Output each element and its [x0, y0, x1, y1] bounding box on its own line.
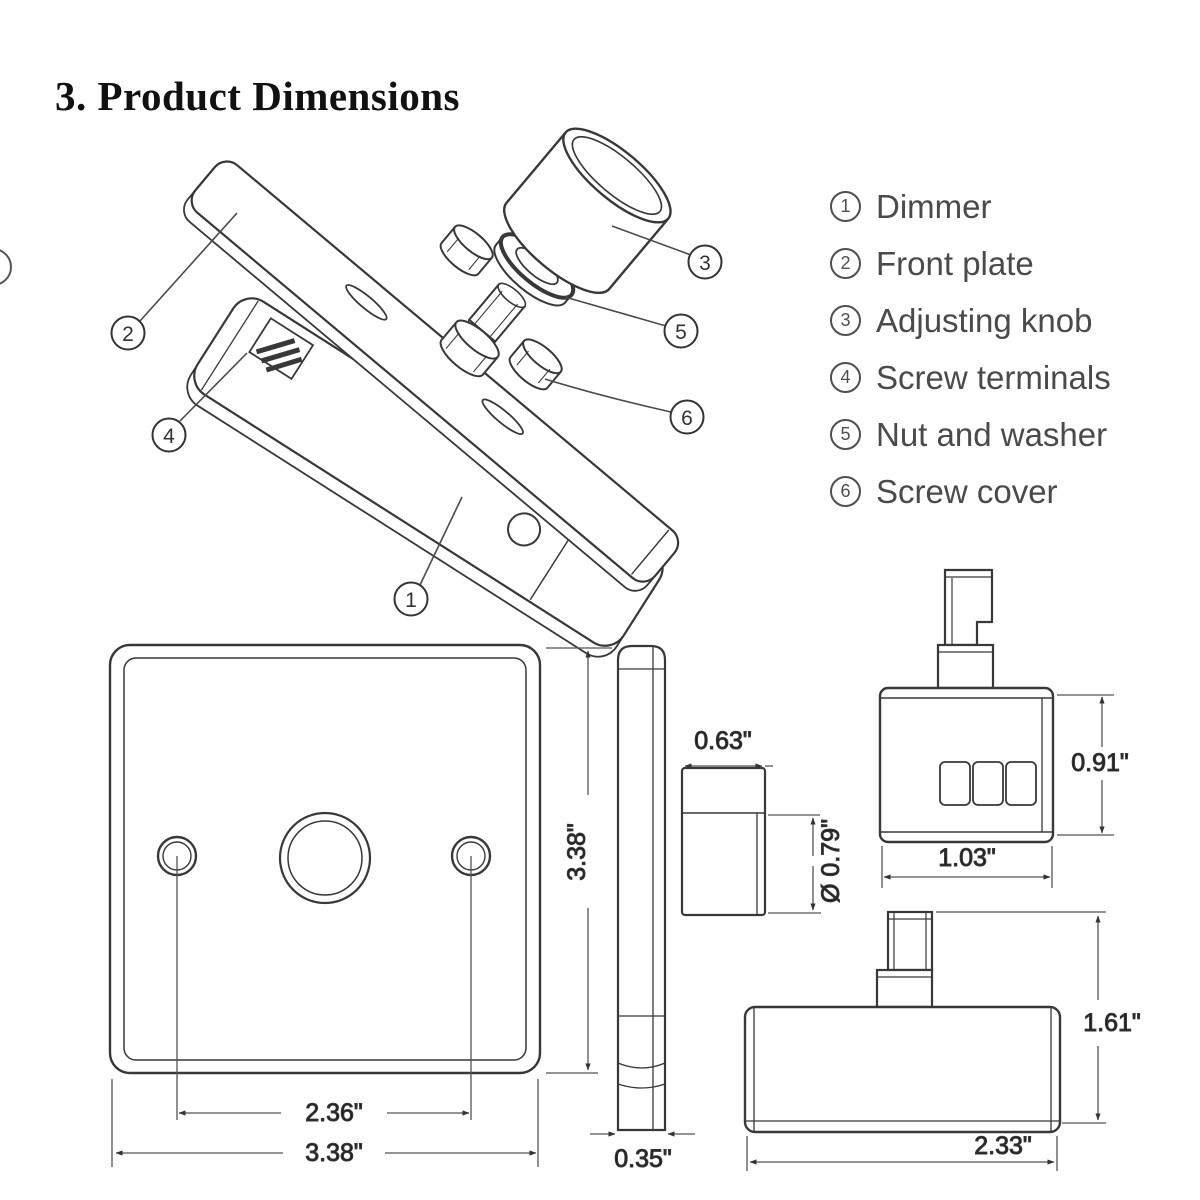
callout-5: 5	[663, 313, 699, 349]
legend-label: Front plate	[876, 244, 1034, 282]
dim-back-width: 1.03"	[938, 844, 996, 872]
circled-number-1-icon: 1	[830, 191, 861, 222]
callout-1-number: 1	[405, 589, 417, 612]
dim-hole-spacing: 2.36"	[305, 1099, 363, 1127]
front-plate	[183, 160, 680, 592]
dim-knob-diameter: Ø 0.79"	[817, 819, 845, 903]
callout-6: 6	[669, 399, 705, 435]
mounting-hole	[507, 512, 542, 547]
legend-item-screw-cover: 6 Screw cover	[830, 471, 1111, 512]
circled-number-4-icon: 4	[830, 362, 861, 393]
callout-balloons: 1 2 3 4 5	[110, 244, 723, 617]
back-view: 0.91" 1.03"	[878, 568, 1129, 888]
dim-side-depth: 0.35"	[614, 1145, 672, 1173]
dimmer-body	[186, 297, 664, 658]
legend-label: Nut and washer	[876, 415, 1108, 453]
dim-front-width: 3.38"	[305, 1139, 363, 1167]
dim-front-height: 3.38"	[563, 823, 591, 881]
side-view: 0.35"	[590, 644, 695, 1174]
adjusting-knob	[503, 127, 672, 295]
callout-4-number: 4	[163, 425, 175, 448]
partial-callout-artifact	[0, 249, 12, 285]
knob-hole	[278, 811, 372, 905]
legend-label: Adjusting knob	[876, 301, 1093, 339]
callout-6-number: 6	[681, 407, 693, 430]
callout-3: 3	[687, 244, 723, 280]
callout-4: 4	[151, 417, 187, 453]
terminal	[939, 761, 971, 806]
exploded-view: 1 2 3 4 5	[110, 127, 723, 658]
dim-body-width: 2.33"	[974, 1132, 1032, 1160]
circled-number-3-icon: 3	[830, 305, 861, 336]
legend-item-screw-terminals: 4 Screw terminals	[830, 357, 1111, 398]
dim-body-height: 1.61"	[1083, 1009, 1141, 1037]
dim-back-height: 0.91"	[1071, 749, 1129, 777]
legend-item-dimmer: 1 Dimmer	[830, 186, 1111, 227]
front-view-dimensions	[111, 647, 612, 1167]
legend-item-nut-and-washer: 5 Nut and washer	[830, 414, 1111, 455]
terminal	[972, 761, 1004, 806]
control-shaft	[467, 282, 527, 344]
legend-label: Screw terminals	[876, 358, 1111, 396]
callout-1: 1	[393, 581, 429, 617]
legend-label: Screw cover	[876, 472, 1058, 510]
page-title: 3. Product Dimensions	[55, 73, 460, 119]
circled-number-5-icon: 5	[830, 419, 861, 450]
callout-2-number: 2	[122, 323, 134, 346]
circled-number-2-icon: 2	[830, 248, 861, 279]
terminal	[1005, 761, 1037, 806]
front-view: 2.36" 3.38" 3.38"	[108, 643, 612, 1168]
bottom-view: 1.61" 2.33"	[743, 910, 1141, 1171]
callout-5-number: 5	[675, 321, 687, 344]
legend-label: Dimmer	[876, 187, 992, 225]
plate-slot	[481, 398, 524, 435]
screw-cover	[508, 338, 563, 391]
knob-detail-view: 0.63" Ø 0.79"	[680, 727, 846, 917]
callout-3-number: 3	[699, 252, 711, 275]
nut-lower	[439, 319, 500, 378]
screw-terminal-block	[248, 317, 315, 381]
nut-upper	[439, 224, 494, 277]
parts-legend: 1 Dimmer 2 Front plate 3 Adjusting knob …	[830, 186, 1111, 512]
legend-item-adjusting-knob: 3 Adjusting knob	[830, 300, 1111, 341]
dim-knob-top-width: 0.63"	[694, 727, 752, 755]
plate-slot	[345, 284, 388, 321]
legend-item-front-plate: 2 Front plate	[830, 243, 1111, 284]
callout-2: 2	[110, 315, 146, 351]
circled-number-6-icon: 6	[830, 476, 861, 507]
callout-leaders	[139, 212, 692, 586]
